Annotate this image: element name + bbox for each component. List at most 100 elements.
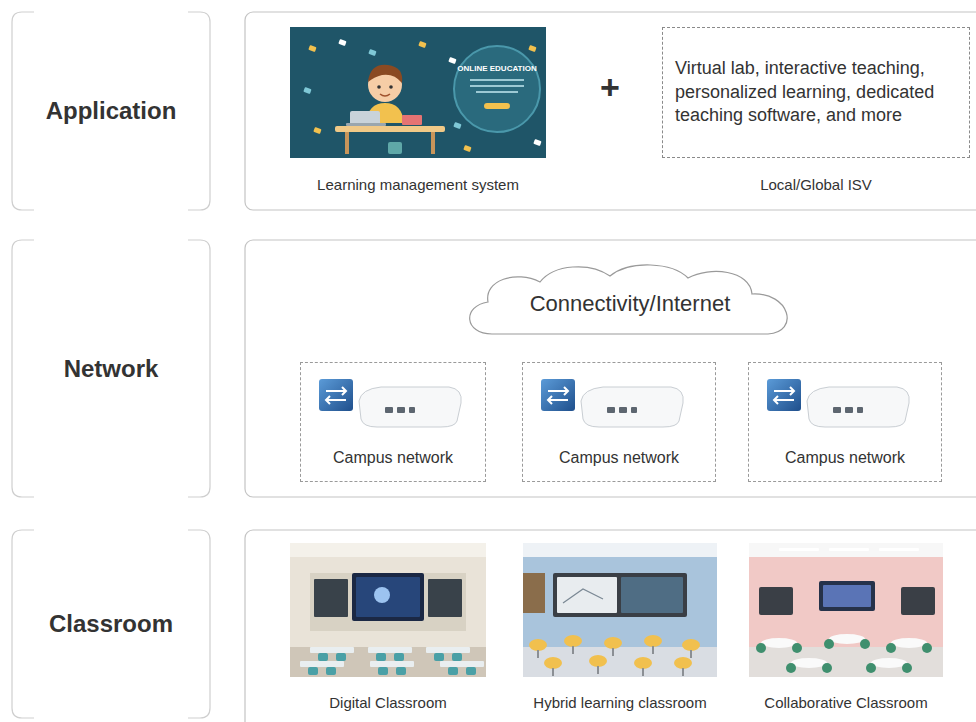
bracket-left: [12, 12, 34, 210]
illustration-part: [756, 643, 766, 653]
row-panels: [245, 12, 976, 722]
illustration-part: [290, 543, 486, 557]
illustration-part: [857, 407, 863, 413]
illustration-part: [652, 646, 654, 654]
campus-label: Campus network: [559, 449, 679, 467]
isv-caption: Local/Global ISV: [662, 176, 970, 193]
illustration-part: [607, 407, 615, 413]
illustration-part: [529, 639, 547, 651]
switch-arrows: [326, 387, 346, 404]
illustration-part: [338, 39, 346, 46]
tile-illustration: [523, 543, 717, 677]
row-panel: [245, 240, 976, 497]
illustration-part: [470, 85, 524, 87]
illustration-part: [871, 658, 907, 668]
illustration-part: [431, 132, 435, 154]
illustration-part: [310, 573, 466, 631]
illustration-part: [346, 123, 386, 126]
illustration-part: [621, 577, 683, 613]
illustration-part: [440, 661, 484, 667]
illustration-part: [368, 65, 402, 83]
illustration-part: [523, 573, 545, 613]
illustration-part: [597, 666, 599, 674]
illustration-part: [523, 543, 717, 557]
illustration-part: [922, 643, 932, 653]
illustration-part: [553, 573, 687, 617]
illustration-part: [879, 548, 919, 551]
illustration-part: [370, 661, 414, 667]
illustration-part: [326, 667, 336, 675]
illustration-part: [866, 663, 876, 673]
network-devices-icon: [523, 363, 715, 433]
illustration-part: [326, 396, 346, 404]
illustration-part: [452, 653, 462, 661]
bracket-right: [188, 240, 210, 497]
illustration-part: [476, 91, 518, 93]
illustration-part: [448, 667, 458, 675]
illustration-part: [428, 579, 462, 617]
illustration-part: [385, 407, 393, 413]
illustration-part: [819, 581, 875, 611]
illustration-part: [682, 639, 700, 651]
tile-illustration: [290, 27, 546, 158]
illustration-part: [380, 94, 390, 96]
access-point-icon: [807, 387, 909, 427]
application-tile: Learning management system: [290, 27, 546, 193]
illustration-part: [290, 543, 486, 677]
illustration-part: [378, 667, 388, 675]
isv-box: Virtual lab, interactive teaching, perso…: [662, 27, 970, 193]
illustration-part: [619, 407, 627, 413]
network-devices-icon: [749, 363, 941, 433]
illustration-part: [313, 127, 321, 134]
illustration-part: [310, 647, 354, 653]
illustration-part: [394, 653, 404, 661]
illustration-part: [434, 653, 444, 661]
illustration-text: ONLINE EDUCATION: [457, 64, 537, 73]
illustration-part: [822, 663, 832, 673]
illustration-part: [377, 85, 381, 89]
illustration-part: [523, 543, 717, 677]
bracket-right: [188, 530, 210, 718]
campus-label: Campus network: [333, 449, 453, 467]
illustration-part: [388, 142, 402, 154]
classroom-tile: Collaborative Classroom: [749, 543, 943, 711]
illustration-part: [791, 658, 827, 668]
illustration-part: [749, 543, 943, 677]
illustration-part: [774, 396, 794, 404]
illustration-part: [829, 634, 865, 644]
campus-label: Campus network: [785, 449, 905, 467]
switch-arrows: [548, 387, 568, 404]
illustration-part: [336, 653, 346, 661]
illustration-part: [563, 589, 603, 603]
illustration-part: [523, 647, 717, 677]
layer-name: Network: [64, 355, 159, 383]
switch-icon: [767, 379, 801, 411]
illustration-part: [537, 650, 539, 658]
row-brackets: [12, 12, 210, 718]
illustration-part: [564, 635, 582, 647]
illustration-part: [779, 548, 819, 551]
illustration-part: [860, 639, 870, 649]
illustration-part: [634, 657, 652, 669]
illustration-part: [891, 638, 927, 648]
illustration-part: [774, 387, 794, 395]
tile-caption: Digital Classroom: [290, 694, 486, 711]
illustration-part: [552, 668, 554, 676]
illustration-part: [454, 46, 540, 132]
illustration-part: [644, 635, 662, 647]
illustration-part: [612, 648, 614, 656]
illustration-part: [389, 85, 393, 89]
illustration-part: [902, 663, 912, 673]
bracket-right: [188, 12, 210, 210]
illustration-part: [426, 647, 470, 653]
illustration-part: [886, 643, 896, 653]
illustration-part: [829, 548, 869, 551]
illustration-part: [544, 657, 562, 669]
isv-description: Virtual lab, interactive teaching, perso…: [675, 57, 957, 128]
access-point-icon: [359, 387, 461, 427]
illustration-part: [290, 647, 486, 677]
illustration-part: [761, 638, 797, 648]
illustration-part: [376, 653, 386, 661]
illustration-part: [466, 667, 476, 675]
tile-caption: Hybrid learning classroom: [523, 694, 717, 711]
